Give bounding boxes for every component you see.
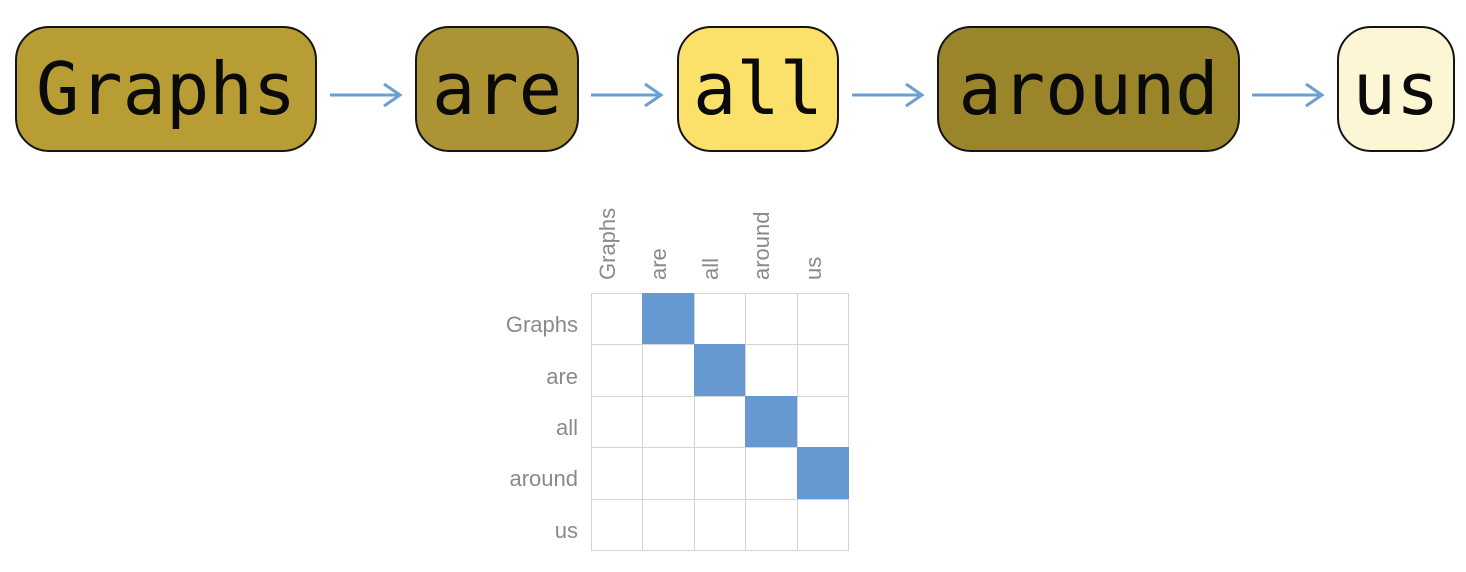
token-label: all: [692, 47, 824, 131]
adjacency-matrix: [591, 293, 849, 551]
matrix-col-label-all: all: [698, 257, 723, 280]
matrix-col-label-graphs: Graphs: [595, 207, 620, 280]
matrix-cell-0-3-empty: [745, 293, 798, 346]
matrix-cell-0-1-filled: [642, 293, 695, 346]
matrix-cell-0-4-empty: [796, 293, 849, 346]
token-node-us: us: [1337, 26, 1455, 152]
token-label: us: [1352, 47, 1440, 131]
arrow-3: [852, 80, 925, 110]
matrix-row-label-are: are: [546, 364, 578, 389]
matrix-cell-3-0-empty: [591, 447, 644, 500]
matrix-cell-2-3-filled: [745, 395, 798, 449]
matrix-cell-2-4-empty: [796, 395, 849, 449]
matrix-row-label-us: us: [554, 518, 578, 543]
matrix-col-label-us: us: [801, 256, 826, 280]
matrix-cell-1-3-empty: [745, 344, 798, 397]
matrix-cell-2-2-empty: [693, 395, 747, 449]
token-label: around: [958, 47, 1219, 131]
matrix-cell-4-2-empty: [693, 498, 747, 551]
token-node-all: all: [677, 26, 839, 152]
matrix-cell-3-4-filled: [796, 447, 849, 500]
matrix-col-label-are: are: [646, 248, 671, 280]
matrix-cell-0-0-empty: [591, 293, 644, 346]
token-node-around: around: [937, 26, 1240, 152]
token-node-graphs: Graphs: [15, 26, 317, 152]
arrow-4: [1252, 80, 1325, 110]
matrix-cell-2-1-empty: [642, 395, 695, 449]
matrix-cell-1-4-empty: [796, 344, 849, 397]
matrix-cell-4-4-empty: [796, 498, 849, 551]
matrix-cell-1-0-empty: [591, 344, 644, 397]
arrow-2: [591, 80, 664, 110]
matrix-cell-3-1-empty: [642, 447, 695, 500]
matrix-cell-4-1-empty: [642, 498, 695, 551]
matrix-cell-3-3-empty: [745, 447, 798, 500]
matrix-cell-0-2-empty: [693, 293, 747, 346]
matrix-cell-4-3-empty: [745, 498, 798, 551]
token-label: Graphs: [35, 47, 297, 131]
matrix-cell-3-2-empty: [693, 447, 747, 500]
matrix-row-label-graphs: Graphs: [505, 312, 578, 337]
matrix-col-label-around: around: [749, 211, 774, 280]
token-node-are: are: [415, 26, 579, 152]
arrow-1: [330, 80, 403, 110]
token-label: are: [431, 47, 563, 131]
matrix-cell-2-0-empty: [591, 395, 644, 449]
matrix-row-label-all: all: [555, 415, 578, 440]
matrix-cell-4-0-empty: [591, 498, 644, 551]
matrix-cell-1-1-empty: [642, 344, 695, 397]
matrix-row-label-around: around: [509, 466, 578, 491]
matrix-cell-1-2-filled: [693, 344, 747, 397]
